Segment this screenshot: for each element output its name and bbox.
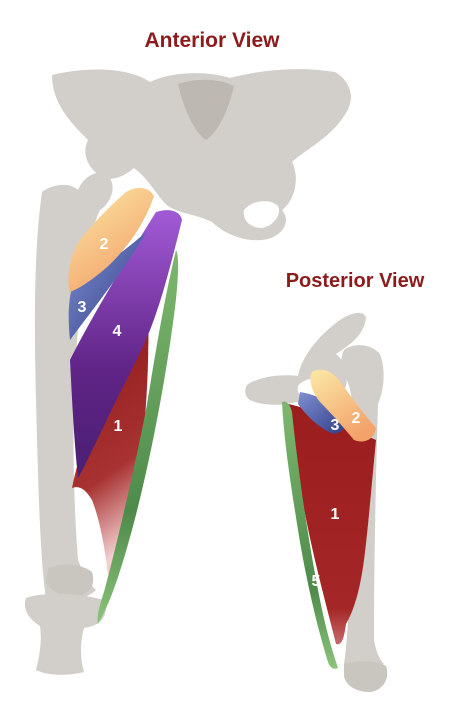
- anterior-label-5: 5: [148, 340, 157, 357]
- posterior-muscle-5: [282, 401, 338, 669]
- posterior-label-1: 1: [331, 506, 340, 523]
- anterior-tibia-bone: [24, 593, 106, 675]
- posterior-view: 3 2 1 5: [245, 312, 388, 692]
- posterior-label-3: 3: [331, 417, 340, 434]
- posterior-muscle-3: [298, 392, 348, 434]
- posterior-condyle: [344, 661, 388, 692]
- anterior-obturator-foramen: [243, 201, 280, 228]
- anterior-label-4: 4: [113, 323, 122, 340]
- anterior-label-3: 3: [78, 299, 87, 316]
- anterior-muscle-2: [68, 187, 154, 292]
- anterior-pelvis-bone: [52, 69, 351, 241]
- posterior-label-5: 5: [312, 573, 321, 590]
- posterior-label-2: 2: [352, 410, 361, 427]
- anterior-label-1: 1: [114, 418, 123, 435]
- anterior-sacrum: [178, 79, 234, 140]
- anterior-view-title: Anterior View: [145, 29, 281, 52]
- anterior-patella: [46, 564, 94, 597]
- posterior-view-title: Posterior View: [286, 270, 425, 292]
- posterior-muscle-1: [288, 404, 376, 645]
- posterior-muscle-2: [310, 369, 376, 442]
- anterior-muscle-3: [68, 232, 146, 340]
- anterior-muscle-4: [70, 210, 182, 478]
- anterior-view: 2 3 4 5 1: [24, 69, 351, 675]
- anterior-muscle-5: [97, 250, 179, 624]
- anterior-label-2: 2: [100, 236, 109, 253]
